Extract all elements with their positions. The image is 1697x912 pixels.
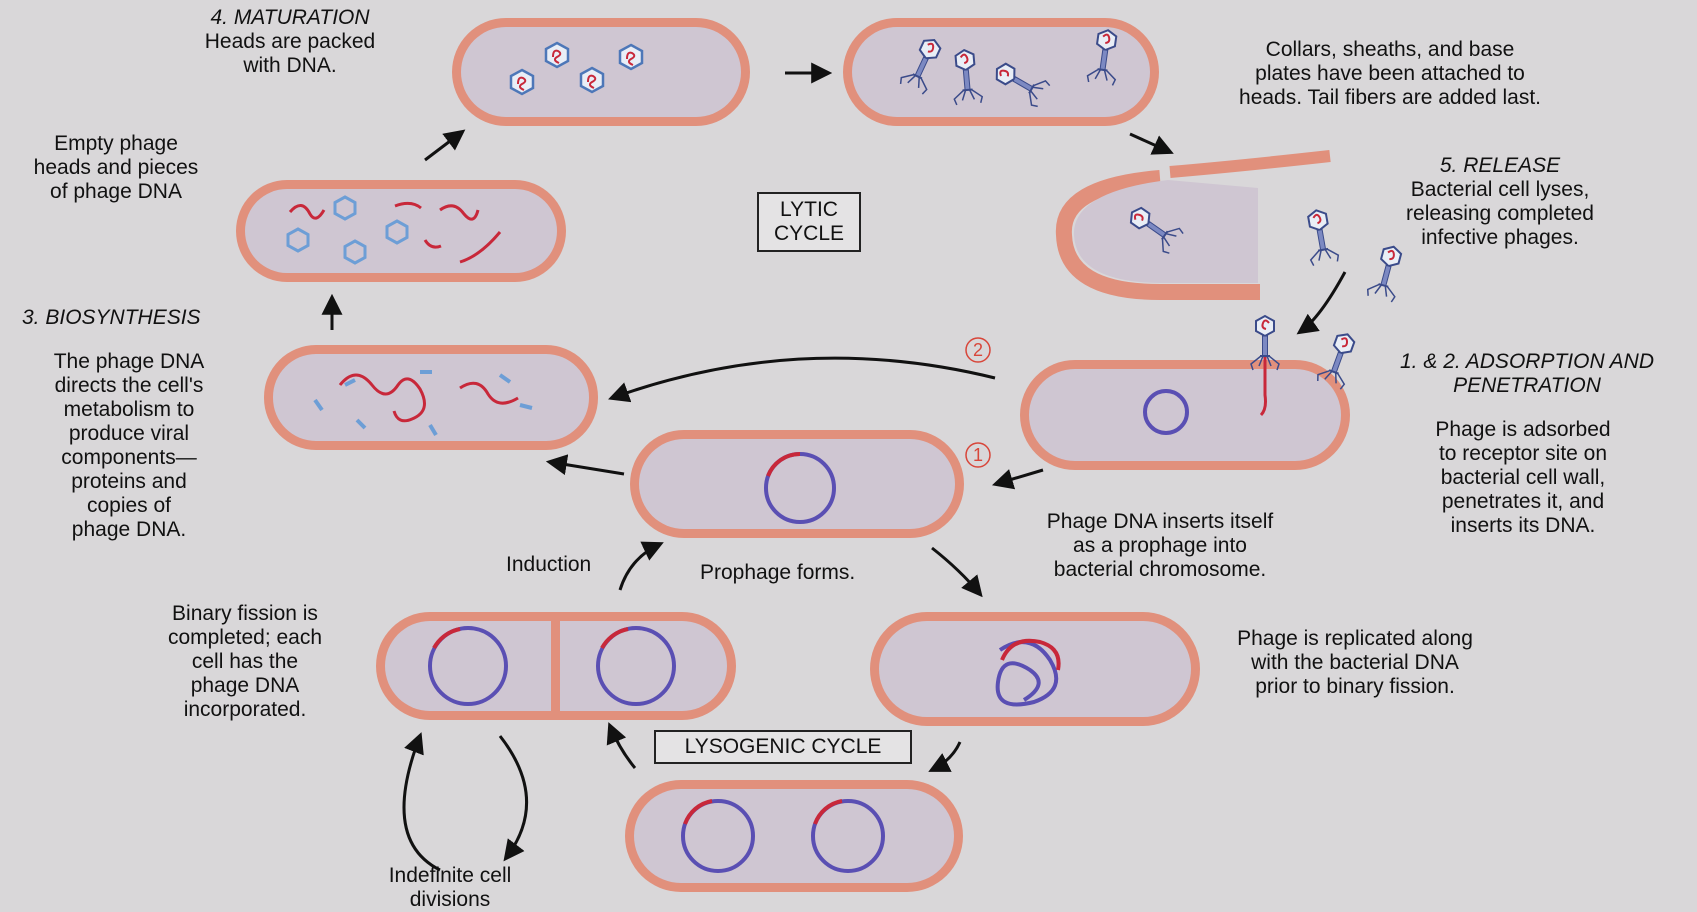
- arrow-icon: [996, 470, 1043, 484]
- binary-desc-line: Binary fission is: [140, 602, 350, 626]
- phage-head-icon: [511, 70, 533, 94]
- binary-desc-line: cell has the: [140, 650, 350, 674]
- binary-desc-line: completed; each: [140, 626, 350, 650]
- cell-biosynthesis: [264, 345, 598, 450]
- arrow-icon: [425, 132, 462, 160]
- replicated-label: Phage is replicated along with the bacte…: [1210, 627, 1500, 699]
- insert-label: Phage DNA inserts itself as a prophage i…: [1015, 510, 1305, 582]
- cell-release: [1064, 156, 1407, 303]
- biosynthesis-desc-line: proteins and: [14, 470, 244, 494]
- empty-heads-line: heads and pieces: [6, 156, 226, 180]
- cell-daughters: [625, 780, 963, 892]
- maturation-title: 4. MATURATION: [170, 6, 410, 30]
- biosynthesis-desc-line: metabolism to: [14, 398, 244, 422]
- adsorption-desc-line: penetrates it, and: [1388, 490, 1658, 514]
- arrow-icon: [404, 736, 440, 870]
- maturation-label: 4. MATURATION Heads are packed with DNA.: [170, 6, 410, 78]
- phage-head-icon: [546, 43, 568, 67]
- release-desc-line: Bacterial cell lyses,: [1375, 178, 1625, 202]
- arrow-icon: [1300, 272, 1345, 332]
- maturation-desc-line: Heads are packed: [170, 30, 410, 54]
- step-2-number: 2: [973, 340, 983, 360]
- biosynthesis-desc-line: copies of: [14, 494, 244, 518]
- replicated-desc-line: prior to binary fission.: [1210, 675, 1500, 699]
- adsorption-title: 1. & 2. ADSORPTION AND PENETRATION: [1362, 350, 1692, 398]
- collars-label: Collars, sheaths, and base plates have b…: [1190, 38, 1590, 110]
- arrow-icon: [620, 544, 660, 590]
- replicated-desc-line: with the bacterial DNA: [1210, 651, 1500, 675]
- adsorption-title-line: 1. & 2. ADSORPTION AND: [1362, 350, 1692, 374]
- indefinite-line: divisions: [360, 888, 540, 912]
- adsorption-desc-line: inserts its DNA.: [1388, 514, 1658, 538]
- binary-fission-label: Binary fission is completed; each cell h…: [140, 602, 350, 722]
- arrow-icon: [500, 736, 527, 858]
- biosynthesis-title: 3. BIOSYNTHESIS: [22, 306, 201, 330]
- replicated-desc-line: Phage is replicated along: [1210, 627, 1500, 651]
- empty-heads-label: Empty phage heads and pieces of phage DN…: [6, 132, 226, 204]
- cell-assembly: [843, 18, 1159, 126]
- step-1-marker: 1: [966, 443, 990, 467]
- binary-desc-line: phage DNA: [140, 674, 350, 698]
- empty-heads-line: of phage DNA: [6, 180, 226, 204]
- release-desc-line: releasing completed: [1375, 202, 1625, 226]
- biosynthesis-desc-line: produce viral: [14, 422, 244, 446]
- phage-icon: [1302, 208, 1339, 266]
- cell-adsorption: [1020, 316, 1361, 470]
- insert-desc-line: as a prophage into: [1015, 534, 1305, 558]
- phage-head-icon: [620, 45, 642, 69]
- release-label: 5. RELEASE Bacterial cell lyses, releasi…: [1375, 154, 1625, 250]
- adsorption-desc-line: Phage is adsorbed: [1388, 418, 1658, 442]
- maturation-desc-line: with DNA.: [170, 54, 410, 78]
- arrow-icon: [932, 742, 960, 770]
- release-desc-line: infective phages.: [1375, 226, 1625, 250]
- lytic-cycle-line: LYTIC: [759, 198, 859, 222]
- insert-desc-line: Phage DNA inserts itself: [1015, 510, 1305, 534]
- biosynthesis-desc-line: The phage DNA: [14, 350, 244, 374]
- arrow-icon: [550, 462, 624, 474]
- arrow-icon: [1130, 134, 1170, 152]
- step-1-number: 1: [973, 445, 983, 465]
- collars-desc-line: Collars, sheaths, and base: [1190, 38, 1590, 62]
- biosynthesis-desc-line: phage DNA.: [14, 518, 244, 542]
- adsorption-desc-line: bacterial cell wall,: [1388, 466, 1658, 490]
- adsorption-desc: Phage is adsorbed to receptor site on ba…: [1388, 418, 1658, 538]
- lysogenic-cycle-box: LYSOGENIC CYCLE: [654, 730, 912, 764]
- cell-replication: [870, 612, 1200, 726]
- phage-icon: [1366, 243, 1407, 302]
- cell-empty-heads: [236, 180, 566, 282]
- collars-desc-line: plates have been attached to: [1190, 62, 1590, 86]
- biosynthesis-desc: The phage DNA directs the cell's metabol…: [14, 350, 244, 542]
- induction-label: Induction: [506, 553, 591, 577]
- binary-desc-line: incorporated.: [140, 698, 350, 722]
- biosynthesis-desc-line: components—: [14, 446, 244, 470]
- cell-binary-fission: [376, 612, 736, 720]
- lytic-cycle-box: LYTIC CYCLE: [757, 192, 861, 252]
- adsorption-desc-line: to receptor site on: [1388, 442, 1658, 466]
- cell-prophage: [630, 430, 964, 538]
- phage-head-icon: [581, 68, 603, 92]
- cell-maturation: [452, 18, 750, 126]
- indefinite-line: Indefinite cell: [360, 864, 540, 888]
- adsorption-title-line: PENETRATION: [1362, 374, 1692, 398]
- empty-heads-line: Empty phage: [6, 132, 226, 156]
- lytic-cycle-line: CYCLE: [759, 222, 859, 246]
- arrow-icon: [610, 726, 635, 768]
- insert-desc-line: bacterial chromosome.: [1015, 558, 1305, 582]
- arrow-icon: [932, 548, 980, 594]
- prophage-forms-label: Prophage forms.: [700, 561, 855, 585]
- indefinite-label: Indefinite cell divisions: [360, 864, 540, 912]
- step-2-marker: 2: [966, 338, 990, 362]
- collars-desc-line: heads. Tail fibers are added last.: [1190, 86, 1590, 110]
- release-title: 5. RELEASE: [1375, 154, 1625, 178]
- biosynthesis-desc-line: directs the cell's: [14, 374, 244, 398]
- arrow-icon: [612, 358, 995, 398]
